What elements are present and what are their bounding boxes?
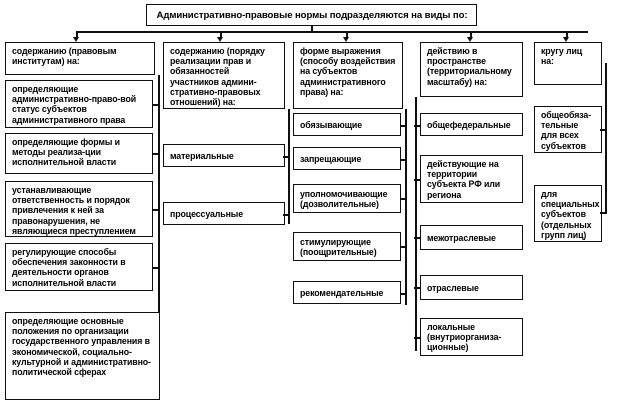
distribution-bus [76, 31, 588, 33]
column-header-deystviyu-v-prostranstve: действию в пространстве (территориальном… [420, 42, 523, 97]
column-5-spine [605, 63, 607, 213]
stub-c2-1 [283, 214, 290, 216]
leaf-c4-1: действующие на территории субъекта РФ ил… [420, 155, 523, 203]
stub-c4-3 [414, 287, 421, 289]
stub-c1-3 [153, 267, 159, 269]
leaf-c1-1: определяющие формы и методы реализа-ции … [5, 133, 153, 174]
column-header-forme-vyrazheniya: форме выражения (способу воздействия на … [293, 42, 403, 109]
stub-c3-1 [400, 159, 407, 161]
bus-arrow-3 [343, 37, 349, 42]
leaf-c4-4: локальные (внутриорганиза-ционные) [420, 318, 523, 356]
stub-c3-3 [400, 246, 407, 248]
bus-arrow-4 [467, 37, 473, 42]
leaf-c3-1: запрещающие [293, 147, 401, 170]
stub-c4-0 [414, 125, 421, 127]
title-stem [311, 26, 313, 32]
stub-c3-2 [400, 198, 407, 200]
leaf-c1-3: регулирующие способы обеспечения законно… [5, 243, 153, 291]
stub-c5-0 [600, 129, 607, 131]
bus-drop-3 [346, 31, 348, 39]
stub-c1-1 [153, 153, 159, 155]
bus-arrow-2 [217, 37, 223, 42]
column-1-spine [158, 75, 160, 320]
column-header-soderzhaniyu-pravovym-institutam: содержанию (правовым институтам) на: [5, 42, 155, 75]
stub-c1-2 [153, 209, 159, 211]
column-header-krugu-lits: кругу лиц на: [534, 42, 602, 85]
leaf-c4-2: межотраслевые [420, 225, 523, 250]
stub-c4-1 [414, 179, 421, 181]
leaf-c5-1: для специальных субъектов (отдельных гру… [534, 185, 602, 242]
stub-c3-0 [400, 125, 407, 127]
leaf-c5-0: общеобяза-тельные для всех субъектов [534, 106, 602, 153]
column-header-soderzhaniyu-poryadku-realizatsii: содержанию (порядку реализации прав и об… [163, 42, 285, 109]
bus-drop-4 [470, 31, 472, 39]
leaf-c3-3: стимулирующие (поощрительные) [293, 232, 401, 261]
bus-drop-2 [220, 31, 222, 39]
column-3-spine [405, 109, 407, 305]
stub-c2-0 [283, 156, 290, 158]
column-4-spine [415, 97, 417, 351]
stub-c3-4 [400, 293, 407, 295]
stub-c1-0 [153, 104, 159, 106]
leaf-c1-4: определяющие основные положения по орган… [5, 312, 160, 400]
leaf-c4-0: общефедеральные [420, 113, 523, 136]
leaf-c1-0: определяющие административно-право-вой с… [5, 80, 153, 128]
stub-c4-4 [414, 337, 421, 339]
leaf-c2-1: процессуальные [163, 202, 285, 225]
stub-c5-1 [600, 212, 607, 214]
bus-drop-1 [76, 31, 78, 39]
bus-drop-5 [566, 31, 568, 39]
leaf-c4-3: отраслевые [420, 275, 523, 300]
stub-c4-2 [414, 237, 421, 239]
diagram-title: Административно-правовые нормы подраздел… [146, 4, 477, 26]
leaf-c2-0: материальные [163, 144, 285, 167]
leaf-c3-4: рекомендательные [293, 281, 401, 304]
bus-arrow-1 [73, 37, 79, 42]
leaf-c1-2: устанавливающие ответственность и порядо… [5, 181, 153, 237]
leaf-c3-0: обязывающие [293, 113, 401, 136]
column-2-spine [288, 109, 290, 224]
leaf-c3-2: уполномочивающие (дозволительные) [293, 184, 401, 213]
bus-arrow-5 [563, 37, 569, 42]
